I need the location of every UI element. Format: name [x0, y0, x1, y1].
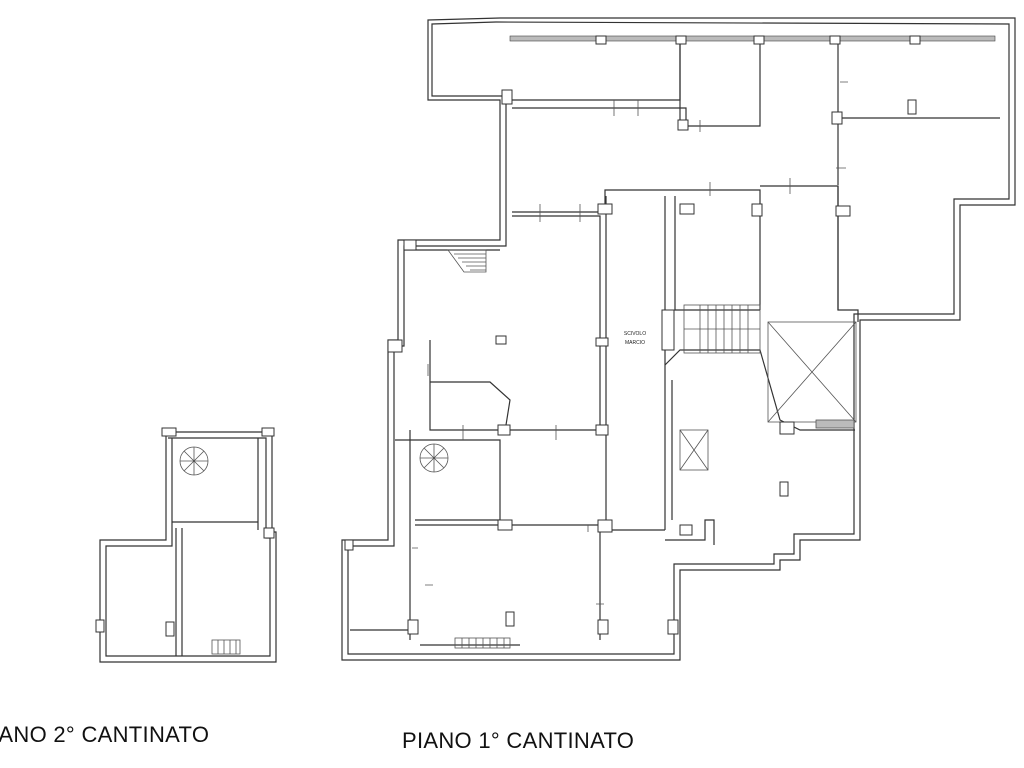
- outer-wall-small: [99, 431, 277, 663]
- stairs-bottom: [454, 637, 511, 649]
- inner-wall-small: [105, 437, 271, 657]
- column-small: [161, 427, 177, 437]
- inner-wall: [347, 21, 1010, 655]
- column-small: [263, 527, 275, 539]
- void-cross: [679, 321, 857, 471]
- lower-level-title: IANO 2° CANTINATO: [0, 722, 210, 747]
- ramp-label: SCIVOLO MARCIO: [615, 330, 655, 348]
- structural-columns: [344, 35, 921, 635]
- column-small: [95, 619, 105, 633]
- door-marks: [412, 81, 848, 605]
- upper-level-title: PIANO 1° CANTINATO: [402, 728, 635, 753]
- ramp-label-line2: MARCIO: [625, 340, 645, 346]
- corridor-strip: [509, 35, 996, 42]
- ramp-label-line1: SCIVOLO: [623, 331, 647, 337]
- partitions: [350, 40, 1000, 646]
- column-small: [261, 427, 275, 437]
- partition-small: [172, 438, 259, 656]
- plan-first-basement: [341, 17, 1016, 661]
- spiral-stair-small-icon: [179, 446, 209, 476]
- plan-second-basement: [95, 427, 277, 663]
- stairs-small: [211, 639, 241, 655]
- spiral-stair-icon: [419, 443, 449, 473]
- stairs-corner: [447, 249, 487, 273]
- column-small: [165, 621, 175, 637]
- stairs-main: [683, 304, 761, 354]
